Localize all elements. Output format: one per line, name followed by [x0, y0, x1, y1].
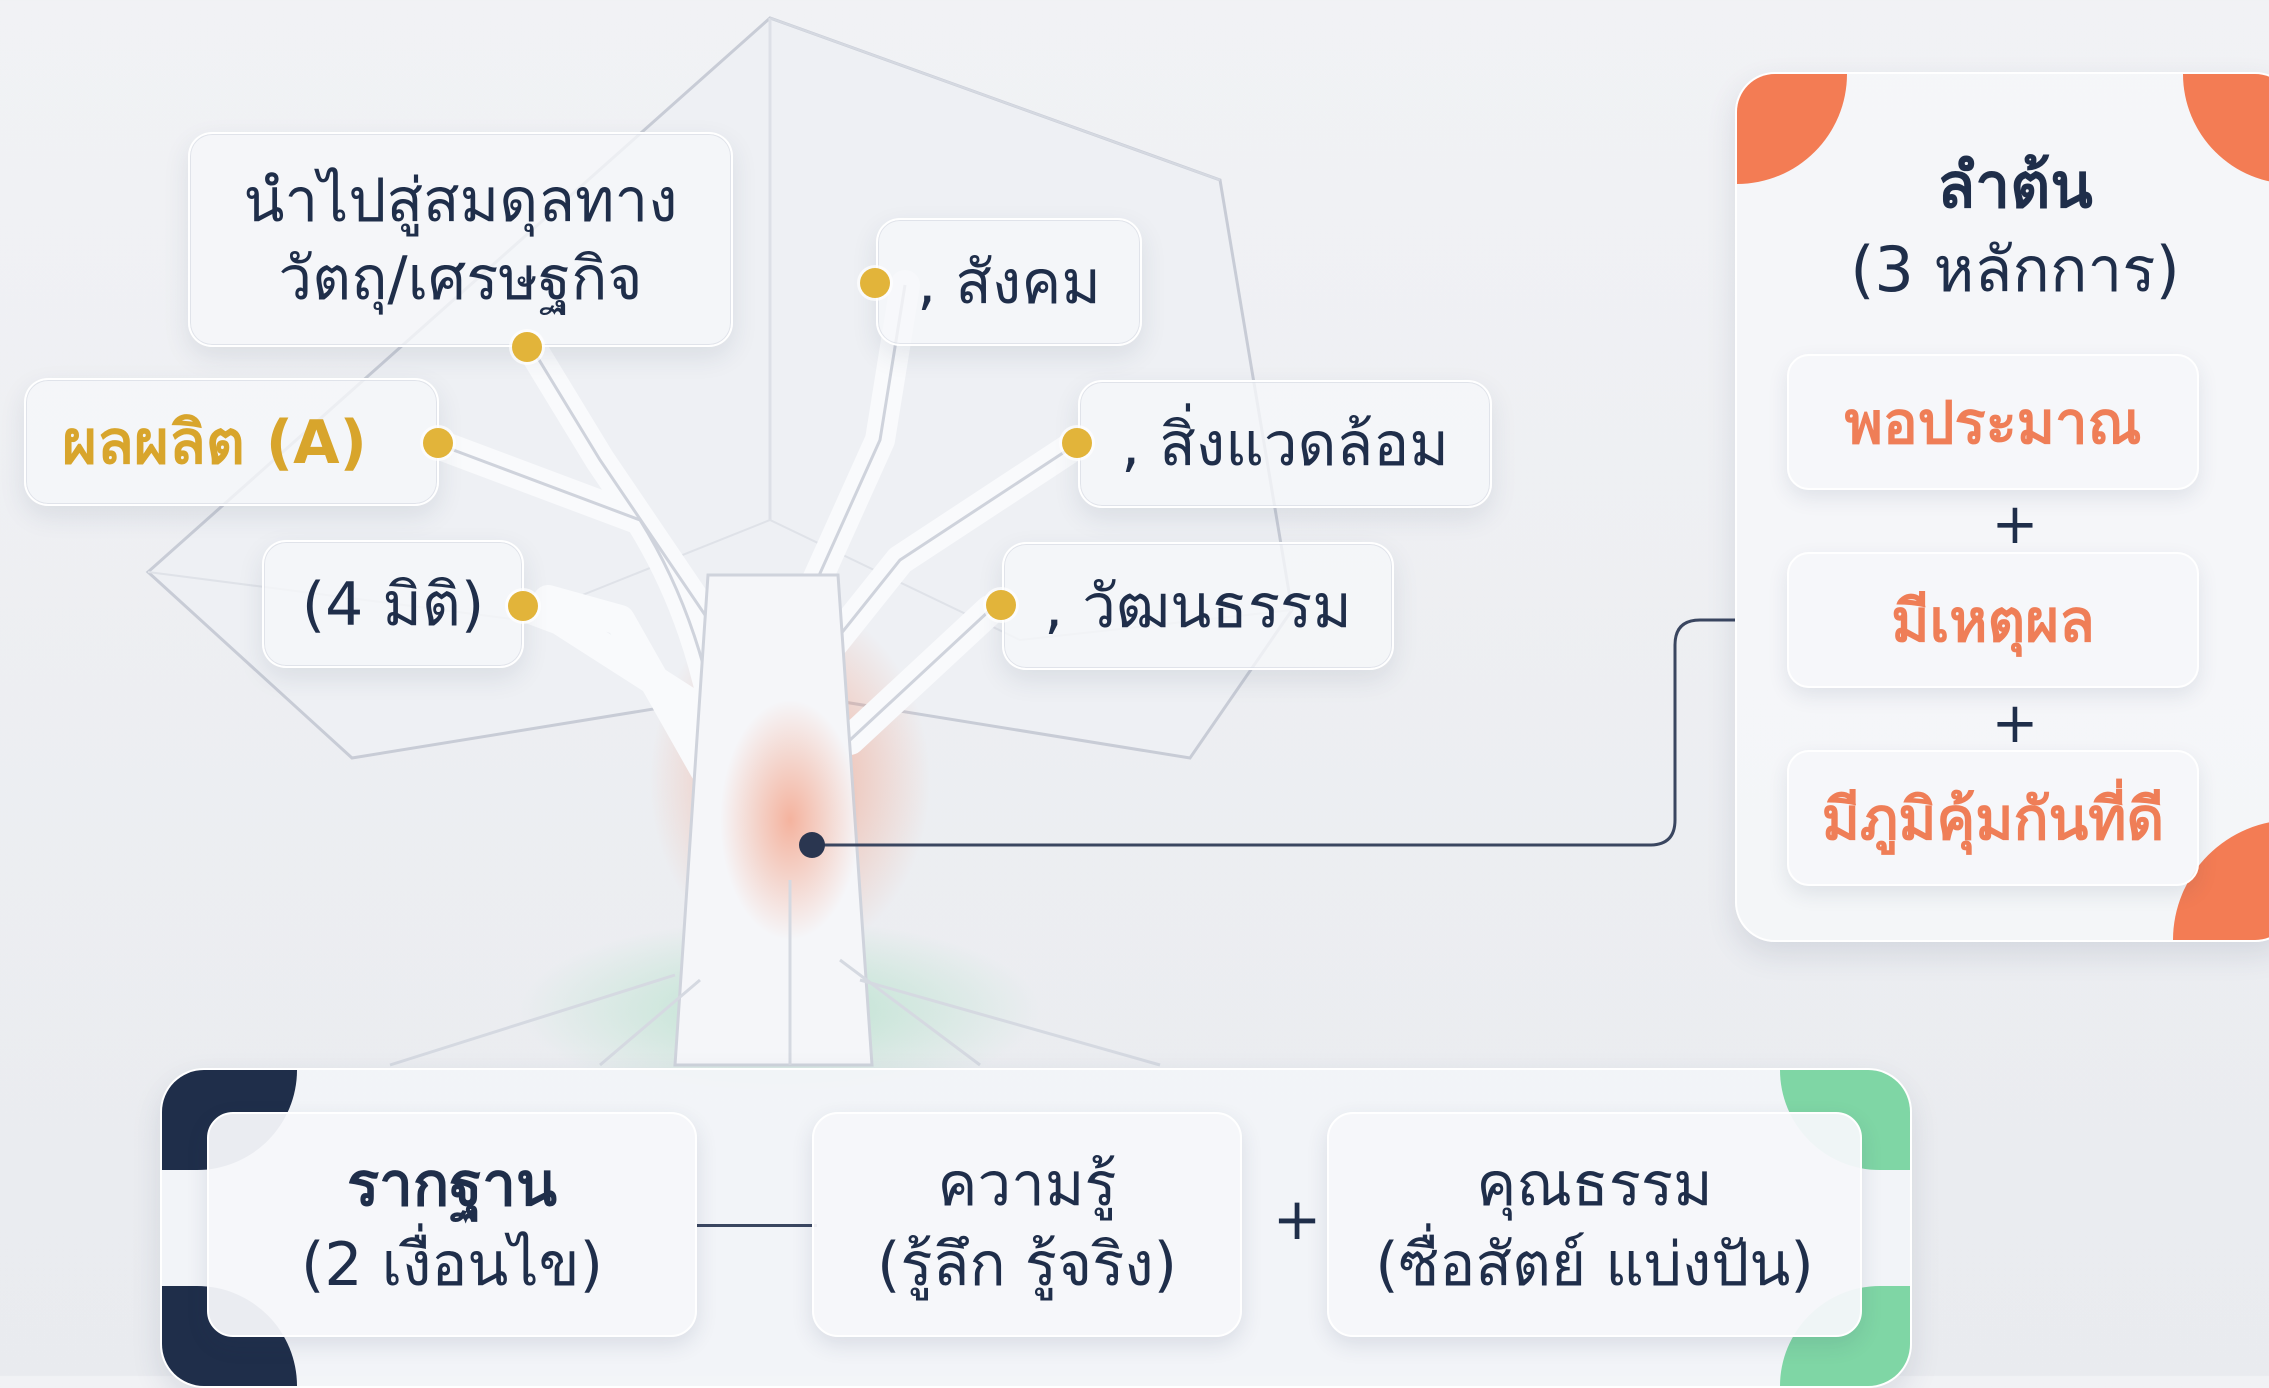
trunk-subtitle: (3 หลักการ): [1850, 233, 2180, 306]
fruit-culture-dot: [986, 590, 1016, 620]
virtue-card: คุณธรรม (ซื่อสัตย์ แบ่งปัน): [1327, 1112, 1862, 1337]
fruit-culture-card: , วัฒนธรรม: [1002, 542, 1394, 670]
root-title: รากฐาน: [346, 1149, 558, 1220]
fruit-balance-label: นำไปสู่สมดุลทาง วัตถุ/เศรษฐกิจ: [243, 165, 678, 314]
plus-sign: +: [1272, 1185, 1322, 1253]
knowledge-card: ความรู้ (รู้ลึก รู้จริง): [812, 1112, 1242, 1337]
fruit-social-label: , สังคม: [917, 247, 1101, 318]
knowledge-label: ความรู้ (รู้ลึก รู้จริง): [876, 1149, 1178, 1300]
plus-sign: +: [1991, 492, 2039, 557]
trunk-connector-line: [812, 618, 1737, 847]
root-conditions-panel: รากฐาน (2 เงื่อนไข) ความรู้ (รู้ลึก รู้จ…: [160, 1068, 1912, 1388]
fruit-output-card: ผลผลิต (A): [24, 378, 439, 506]
trunk-title: ลำต้น: [1937, 149, 2093, 222]
root-connector-line: [697, 1224, 817, 1227]
fruit-balance-card: นำไปสู่สมดุลทาง วัตถุ/เศรษฐกิจ: [188, 132, 733, 347]
fruit-balance-dot: [512, 332, 542, 362]
fruit-environment-label: , สิ่งแวดล้อม: [1121, 409, 1449, 480]
fruit-environment-dot: [1062, 428, 1092, 458]
fruit-social-card: , สังคม: [876, 218, 1142, 346]
principle-moderation: พอประมาณ: [1787, 354, 2199, 490]
root-title-card: รากฐาน (2 เงื่อนไข): [207, 1112, 697, 1337]
tree-roots: [389, 880, 1161, 1067]
fruit-environment-card: , สิ่งแวดล้อม: [1078, 380, 1492, 508]
fruit-dimensions-card: (4 มิติ): [262, 540, 524, 668]
trunk-principles-panel: ลำต้น (3 หลักการ) พอประมาณ + มีเหตุผล + …: [1735, 72, 2269, 942]
trunk-anchor-dot: [799, 832, 825, 858]
fruit-dimensions-dot: [508, 591, 538, 621]
principle-immunity: มีภูมิคุ้มกันที่ดี: [1787, 750, 2199, 886]
fruit-output-label: ผลผลิต (A): [62, 407, 367, 478]
fruit-output-dot: [423, 428, 453, 458]
fruit-culture-label: , วัฒนธรรม: [1044, 571, 1352, 642]
virtue-label: คุณธรรม (ซื่อสัตย์ แบ่งปัน): [1375, 1149, 1814, 1300]
plus-sign: +: [1991, 691, 2039, 756]
fruit-dimensions-label: (4 มิติ): [301, 569, 485, 640]
fruit-social-dot: [860, 268, 890, 298]
root-subtitle: (2 เงื่อนไข): [300, 1229, 604, 1300]
principle-reasonableness: มีเหตุผล: [1787, 552, 2199, 688]
